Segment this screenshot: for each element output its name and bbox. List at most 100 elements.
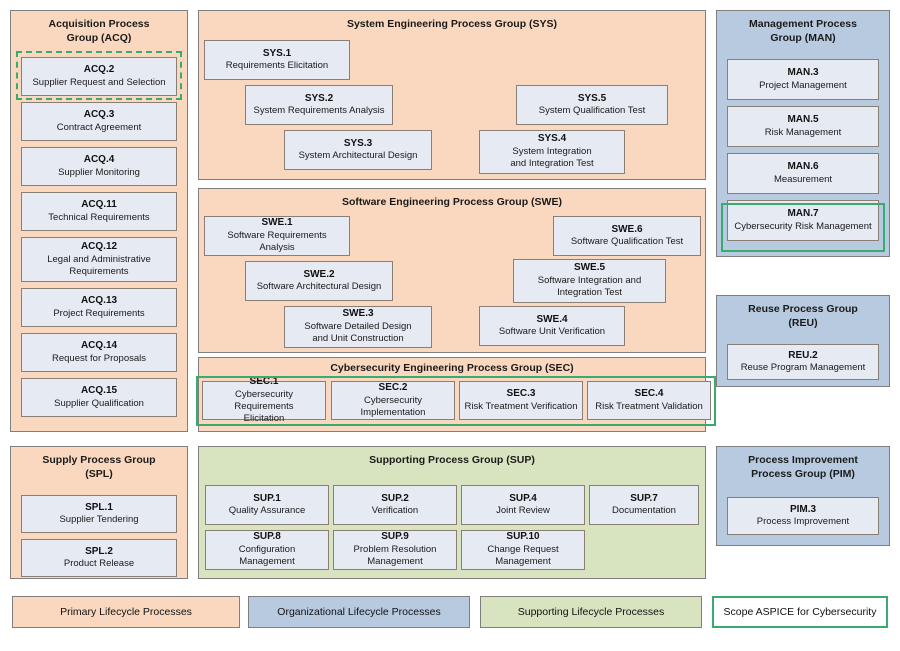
- process-box-acq-13[interactable]: ACQ.13 Project Requirements: [21, 288, 177, 327]
- process-name: Supplier Request and Selection: [32, 76, 166, 88]
- process-group-sys-title: System Engineering Process Group (SYS): [346, 18, 558, 30]
- process-name: Measurement: [773, 173, 833, 185]
- process-group-pim-boxes: PIM.3 Process Improvement: [727, 497, 879, 535]
- process-box-sys-3[interactable]: SYS.3 System Architectural Design: [284, 130, 432, 170]
- process-id: ACQ.12: [80, 240, 118, 252]
- process-box-man-7[interactable]: MAN.7 Cybersecurity Risk Management: [727, 200, 879, 241]
- process-box-man-5[interactable]: MAN.5 Risk Management: [727, 106, 879, 147]
- process-box-swe-1[interactable]: SWE.1 Software Requirements Analysis: [204, 216, 350, 256]
- process-box-acq-14[interactable]: ACQ.14 Request for Proposals: [21, 333, 177, 372]
- process-id: ACQ.4: [83, 154, 115, 166]
- process-name: Product Release: [63, 558, 135, 570]
- process-name: Project Requirements: [53, 307, 145, 319]
- process-box-spl-1[interactable]: SPL.1 Supplier Tendering: [21, 495, 177, 533]
- process-name: Software Integration and Integration Tes…: [537, 275, 642, 299]
- process-box-acq-3[interactable]: ACQ.3 Contract Agreement: [21, 102, 177, 141]
- process-box-spl-2[interactable]: SPL.2 Product Release: [21, 539, 177, 577]
- process-box-sec-2[interactable]: SEC.2 Cybersecurity Implementation: [331, 381, 455, 420]
- legend-label: Scope ASPICE for Cybersecurity: [723, 606, 877, 618]
- process-name: Requirements Elicitation: [225, 60, 329, 72]
- process-name: Verification: [371, 505, 419, 517]
- process-group-acq: Acquisition Process Group (ACQ) ACQ.2 Su…: [10, 10, 188, 432]
- process-box-reu-2[interactable]: REU.2 Reuse Program Management: [727, 344, 879, 380]
- process-group-spl: Supply Process Group (SPL) SPL.1 Supplie…: [10, 446, 188, 579]
- legend-item-organizational: Organizational Lifecycle Processes: [248, 596, 470, 628]
- legend-label: Supporting Lifecycle Processes: [517, 606, 665, 618]
- process-box-man-6[interactable]: MAN.6 Measurement: [727, 153, 879, 194]
- process-id: SUP.2: [381, 492, 409, 504]
- process-box-swe-2[interactable]: SWE.2 Software Architectural Design: [245, 261, 393, 301]
- process-box-pim-3[interactable]: PIM.3 Process Improvement: [727, 497, 879, 535]
- process-box-swe-5[interactable]: SWE.5 Software Integration and Integrati…: [513, 259, 666, 303]
- process-id: SUP.8: [253, 531, 281, 543]
- process-name: Problem Resolution Management: [353, 544, 437, 568]
- process-group-man-boxes: MAN.3 Project Management MAN.5 Risk Mana…: [727, 59, 879, 241]
- process-box-man-3[interactable]: MAN.3 Project Management: [727, 59, 879, 100]
- process-id: SYS.4: [537, 133, 567, 145]
- process-name: Technical Requirements: [48, 211, 150, 223]
- process-id: SUP.10: [506, 531, 540, 543]
- process-group-pim-title: Process Improvement Process Group (PIM): [748, 454, 858, 480]
- process-id: SPL.1: [85, 501, 113, 513]
- process-box-sup-4[interactable]: SUP.4 Joint Review: [461, 485, 585, 525]
- process-group-sec-title: Cybersecurity Engineering Process Group …: [330, 362, 574, 374]
- process-name: System Architectural Design: [298, 150, 418, 162]
- process-box-swe-6[interactable]: SWE.6 Software Qualification Test: [553, 216, 701, 256]
- process-box-sup-7[interactable]: SUP.7 Documentation: [589, 485, 699, 525]
- process-box-sys-1[interactable]: SYS.1 Requirements Elicitation: [204, 40, 350, 80]
- process-name: Quality Assurance: [228, 505, 306, 517]
- process-group-man-title: Management Process Group (MAN): [749, 18, 857, 44]
- process-id: SPL.2: [85, 545, 113, 557]
- process-box-sup-1[interactable]: SUP.1 Quality Assurance: [205, 485, 329, 525]
- process-id: SYS.1: [262, 47, 292, 59]
- process-box-acq-11[interactable]: ACQ.11 Technical Requirements: [21, 192, 177, 231]
- process-name: Risk Treatment Validation: [595, 400, 703, 412]
- process-box-sup-10[interactable]: SUP.10 Change Request Management: [461, 530, 585, 570]
- process-name: System Integration and Integration Test: [510, 146, 594, 170]
- legend-item-primary: Primary Lifecycle Processes: [12, 596, 240, 628]
- process-name: System Requirements Analysis: [253, 105, 385, 117]
- process-id: ACQ.2: [83, 64, 115, 76]
- process-id: SWE.1: [261, 217, 293, 229]
- process-id: MAN.3: [787, 67, 819, 79]
- process-name: Software Unit Verification: [498, 326, 606, 338]
- process-id: SUP.1: [253, 492, 281, 504]
- process-box-sys-4[interactable]: SYS.4 System Integration and Integration…: [479, 130, 625, 174]
- process-id: SWE.6: [611, 223, 643, 235]
- process-name: Joint Review: [496, 505, 550, 517]
- process-box-sys-2[interactable]: SYS.2 System Requirements Analysis: [245, 85, 393, 125]
- process-name: Risk Management: [764, 126, 842, 138]
- legend-label: Primary Lifecycle Processes: [60, 606, 192, 618]
- process-name: Software Detailed Design and Unit Constr…: [304, 321, 412, 345]
- process-box-acq-15[interactable]: ACQ.15 Supplier Qualification: [21, 378, 177, 417]
- process-id: SWE.5: [573, 262, 606, 274]
- process-name: Cybersecurity Implementation: [360, 394, 426, 418]
- process-box-acq-12[interactable]: ACQ.12 Legal and Administrative Requirem…: [21, 237, 177, 282]
- process-id: ACQ.11: [81, 199, 117, 211]
- process-id: SEC.1: [249, 375, 279, 387]
- process-id: PIM.3: [789, 503, 817, 515]
- process-box-acq-2[interactable]: ACQ.2 Supplier Request and Selection: [21, 57, 177, 96]
- process-name: Software Requirements Analysis: [227, 230, 327, 254]
- legend: Primary Lifecycle Processes Organization…: [0, 596, 900, 638]
- process-id: ACQ.15: [80, 385, 118, 397]
- legend-item-supporting: Supporting Lifecycle Processes: [480, 596, 702, 628]
- process-box-sec-4[interactable]: SEC.4 Risk Treatment Validation: [587, 381, 711, 420]
- process-box-sup-8[interactable]: SUP.8 Configuration Management: [205, 530, 329, 570]
- process-name: Process Improvement: [756, 516, 850, 528]
- process-box-swe-3[interactable]: SWE.3 Software Detailed Design and Unit …: [284, 306, 432, 348]
- process-box-acq-4[interactable]: ACQ.4 Supplier Monitoring: [21, 147, 177, 186]
- process-id: ACQ.13: [80, 295, 118, 307]
- process-id: SYS.2: [304, 92, 334, 104]
- process-box-sec-3[interactable]: SEC.3 Risk Treatment Verification: [459, 381, 583, 420]
- process-box-sec-1[interactable]: SEC.1 Cybersecurity Requirements Elicita…: [202, 376, 326, 424]
- process-box-sys-5[interactable]: SYS.5 System Qualification Test: [516, 85, 668, 125]
- process-id: SWE.3: [342, 308, 374, 320]
- process-id: SEC.3: [506, 388, 536, 400]
- process-box-sup-2[interactable]: SUP.2 Verification: [333, 485, 457, 525]
- process-box-sup-9[interactable]: SUP.9 Problem Resolution Management: [333, 530, 457, 570]
- process-group-reu-boxes: REU.2 Reuse Program Management: [727, 344, 879, 380]
- process-name: Cybersecurity Requirements Elicitation: [234, 388, 294, 424]
- process-box-swe-4[interactable]: SWE.4 Software Unit Verification: [479, 306, 625, 346]
